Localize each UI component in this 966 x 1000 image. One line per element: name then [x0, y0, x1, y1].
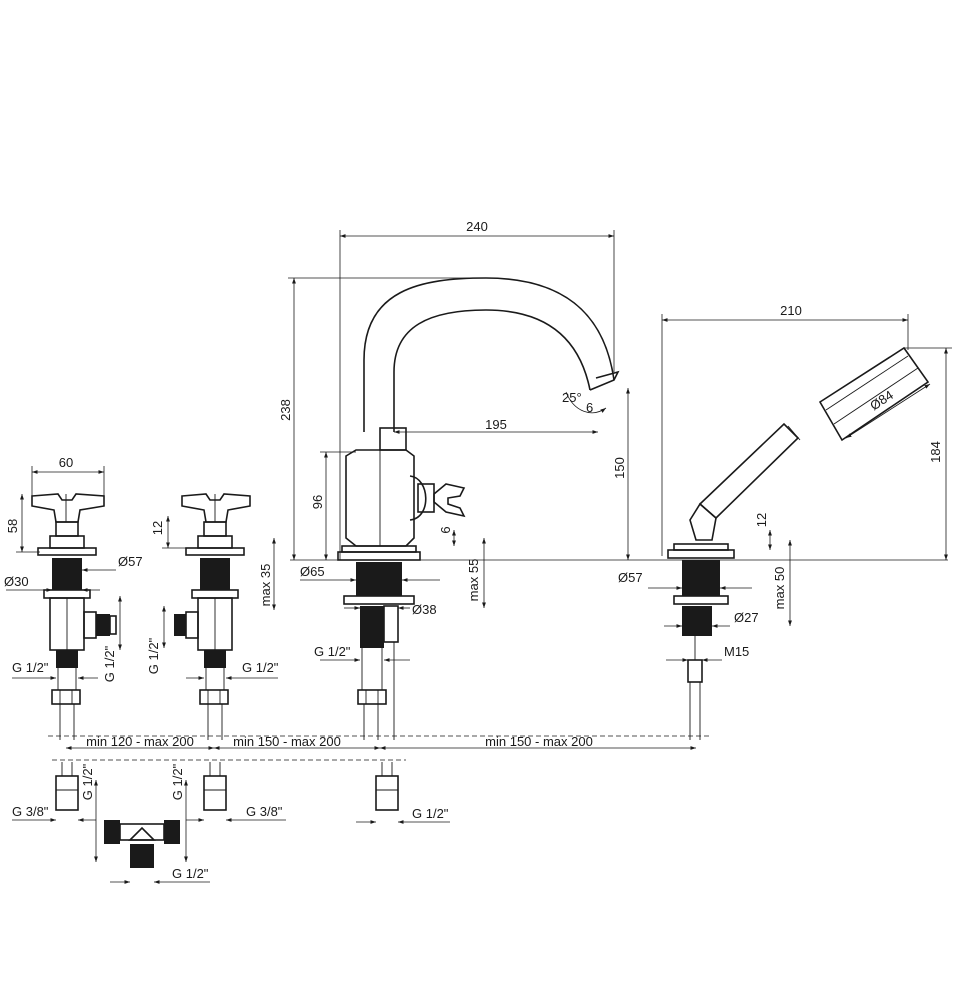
dim-max-50: max 50: [772, 567, 787, 610]
dim-210: 210: [780, 303, 802, 318]
span-3: min 150 - max 200: [485, 734, 593, 749]
dim-max-35: max 35: [258, 564, 273, 607]
dim-12-shower: 12: [754, 513, 769, 527]
dim-195: 195: [485, 417, 507, 432]
dim-6: 6: [438, 526, 453, 533]
thread-g12-lower-v1: G 1/2": [80, 763, 95, 800]
dimension-lines: [6, 230, 952, 884]
thread-m15: M15: [724, 644, 749, 659]
thread-g12-lower-right: G 1/2": [412, 806, 449, 821]
dia-27: Ø27: [734, 610, 759, 625]
dim-60: 60: [59, 455, 73, 470]
center-left-valve: [174, 493, 251, 740]
dim-96: 96: [310, 495, 325, 509]
dia-65: Ø65: [300, 564, 325, 579]
thread-g38-left: G 3/8": [12, 804, 49, 819]
spout: [337, 277, 620, 740]
dim-150: 150: [612, 457, 627, 479]
thread-g38-right: G 3/8": [246, 804, 283, 819]
thread-g12-lower-v2: G 1/2": [170, 763, 185, 800]
dim-238: 238: [278, 399, 293, 421]
dim-58: 58: [5, 519, 20, 533]
dim-12-valve: 12: [150, 521, 165, 535]
thread-g12-mid-h: G 1/2": [242, 660, 279, 675]
span-1: min 120 - max 200: [86, 734, 194, 749]
dia-38: Ø38: [412, 602, 437, 617]
thread-g12-spout: G 1/2": [314, 644, 351, 659]
dim-240: 240: [466, 219, 488, 234]
dim-max-55: max 55: [466, 559, 481, 602]
dia-57-shower: Ø57: [618, 570, 643, 585]
lower-fittings: [52, 759, 406, 868]
span-2: min 150 - max 200: [233, 734, 341, 749]
left-valve: [31, 493, 117, 740]
thread-g12-mid-v: G 1/2": [146, 637, 161, 674]
hand-shower: [667, 346, 930, 740]
dimension-labels: 240 210 238 195 150 184 96 60 58 12 12 6…: [4, 219, 943, 881]
thread-g12-tpiece: G 1/2": [172, 866, 209, 881]
dim-184: 184: [928, 441, 943, 463]
thread-g12-left-h: G 1/2": [12, 660, 49, 675]
dia-57-valve: Ø57: [118, 554, 143, 569]
dia-30: Ø30: [4, 574, 29, 589]
angle-25: 25°: [562, 390, 582, 405]
thread-g12-left-v: G 1/2": [102, 645, 117, 682]
dia-84: Ø84: [867, 387, 896, 413]
angle-6: 6: [586, 400, 593, 415]
